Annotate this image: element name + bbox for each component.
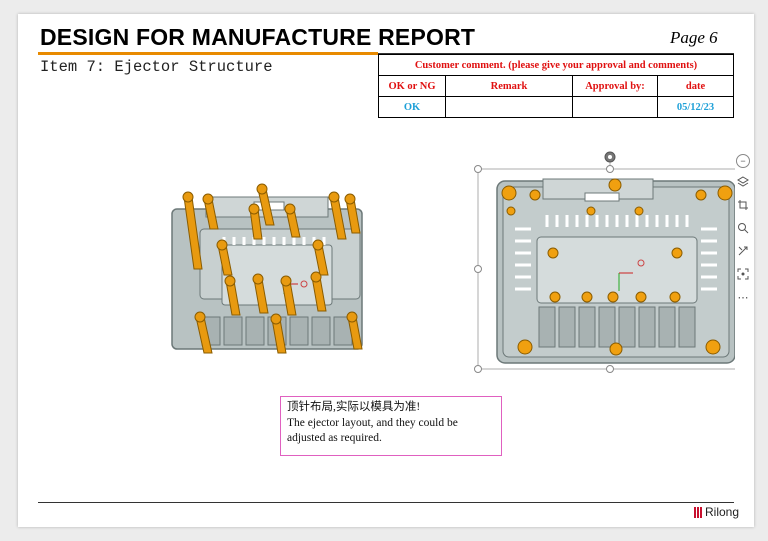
report-title: DESIGN FOR MANUFACTURE REPORT [40, 24, 476, 50]
cell-approval[interactable] [572, 96, 658, 118]
ejector-perspective-image [171, 183, 363, 354]
item-title: Item 7: Ejector Structure [40, 58, 273, 76]
style-icon[interactable] [735, 242, 751, 260]
more-icon[interactable]: ⋯ [737, 291, 749, 304]
cell-date[interactable]: 05/12/23 [657, 96, 734, 118]
minus-icon[interactable]: − [736, 154, 750, 168]
slide-page: DESIGN FOR MANUFACTURE REPORT Page 6 Ite… [18, 14, 754, 527]
layers-icon[interactable] [735, 173, 751, 191]
cell-ok-ng[interactable]: OK [378, 96, 446, 118]
ejector-topview-image[interactable] [455, 149, 735, 374]
image-toolbar: − ⋯ [735, 154, 751, 311]
footer-rule [38, 502, 734, 503]
fit-icon[interactable] [735, 265, 751, 283]
customer-comment-table: Customer comment. (please give your appr… [378, 54, 734, 118]
header-date: date [657, 75, 734, 97]
cell-remark[interactable] [445, 96, 573, 118]
comment-table-title: Customer comment. (please give your appr… [378, 54, 734, 76]
company-logo: Rilong [694, 505, 739, 519]
note-english: The ejector layout, and they could be ad… [287, 416, 458, 445]
header-rule [378, 53, 734, 54]
logo-mark-icon [694, 506, 703, 518]
crop-icon[interactable] [735, 196, 751, 214]
logo-text: Rilong [705, 505, 740, 519]
header-remark: Remark [445, 75, 573, 97]
header-ok-ng: OK or NG [378, 75, 446, 97]
ejector-note-box: 顶针布局,实际以模具为准! The ejector layout, and th… [280, 396, 502, 456]
zoom-icon[interactable] [735, 219, 751, 237]
header-approval: Approval by: [572, 75, 658, 97]
page-number: Page 6 [670, 28, 718, 47]
note-chinese: 顶针布局,实际以模具为准! [287, 401, 421, 413]
title-underline [38, 52, 378, 55]
